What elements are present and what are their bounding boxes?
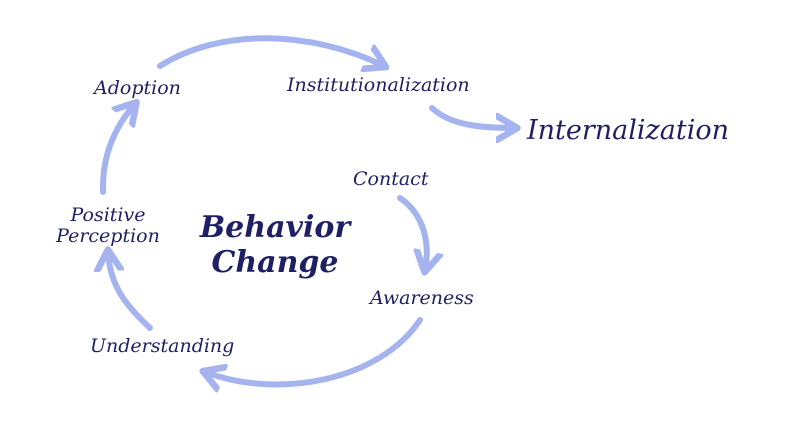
center-title-line2: Change	[211, 244, 339, 280]
center-title-line1: Behavior	[199, 210, 351, 245]
node-positive-perception: Positive Perception	[42, 205, 174, 247]
positive-perception-line1: Positive	[70, 204, 146, 226]
node-internalization: Internalization	[527, 115, 729, 146]
arrow-contact-to-awareness	[397, 195, 427, 270]
center-title: Behavior Change	[180, 210, 370, 280]
node-adoption: Adoption	[94, 77, 181, 99]
node-institutionalization: Institutionalization	[287, 74, 470, 96]
arrow-awareness-to-understanding	[205, 317, 423, 384]
node-understanding: Understanding	[90, 335, 235, 357]
positive-perception-line2: Perception	[56, 224, 160, 247]
arrow-understanding-to-positive-perception	[108, 252, 153, 331]
arrow-institutionalization-to-internalization	[429, 105, 515, 128]
node-contact: Contact	[353, 168, 429, 190]
arrow-positive-perception-to-adoption	[99, 104, 135, 195]
arrow-adoption-to-institutionalization	[157, 35, 384, 66]
node-awareness: Awareness	[370, 287, 474, 309]
